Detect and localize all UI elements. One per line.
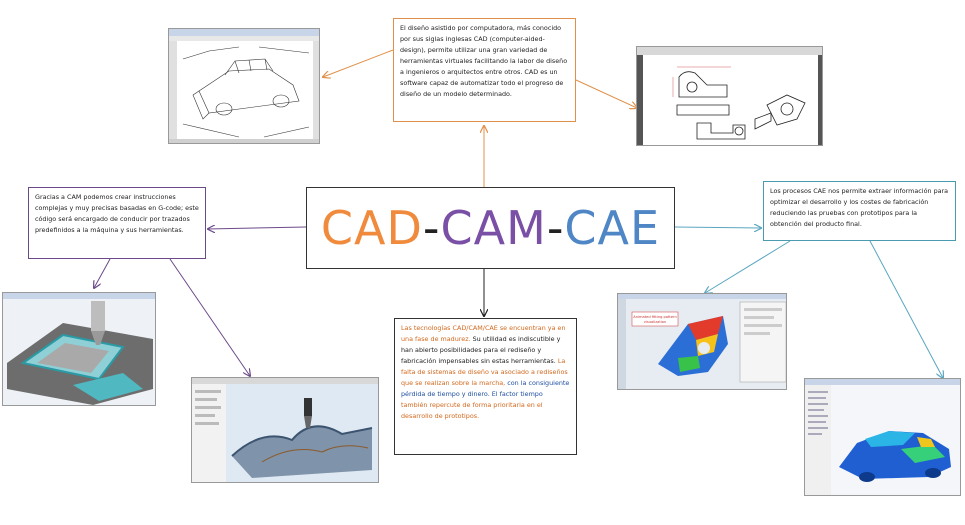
arrow-cam-to-toolpath [170, 259, 250, 376]
cam-toolpath-screenshot [191, 377, 379, 483]
car-cad-icon [169, 29, 320, 144]
fea-label-line1: Animated fitting pattern [633, 315, 676, 319]
summary-part-5: también repercute de forma prioritaria e… [401, 401, 543, 420]
title-separator-1: - [423, 201, 441, 255]
cam-description-text: Gracias a CAM podemos crear instruccione… [35, 192, 199, 236]
central-title: CAD-CAM-CAE [321, 223, 660, 234]
mechanical-drawing-icon [637, 47, 823, 146]
cam-mill-screenshot [2, 292, 156, 406]
cad-description-text: El diseño asistido por computadora, más … [400, 23, 569, 100]
arrow-cad-to-drawing [576, 80, 637, 108]
cae-description-text: Los procesos CAE nos permite extraer inf… [770, 186, 949, 230]
title-cae: CAE [564, 201, 660, 255]
cam-toolpath-icon [192, 378, 379, 483]
summary-box: Las tecnologías CAD/CAM/CAE se encuentra… [394, 318, 577, 455]
central-title-box: CAD-CAM-CAE [306, 187, 675, 269]
fea-part-icon: Animated fitting pattern visualization [618, 294, 787, 390]
arrow-cae-to-part [705, 241, 790, 293]
cae-car-screenshot [804, 378, 961, 496]
cae-fea-screenshot: Animated fitting pattern visualization [617, 293, 787, 390]
title-cad: CAD [321, 201, 423, 255]
cad-description-box: El diseño asistido por computadora, más … [393, 18, 576, 122]
cam-description-box: Gracias a CAM podemos crear instruccione… [28, 187, 206, 259]
cad-car-screenshot [168, 28, 320, 144]
arrow-center-to-cae [675, 227, 761, 228]
title-cam: CAM [441, 201, 547, 255]
arrow-cad-to-car [323, 50, 393, 77]
cae-description-box: Los procesos CAE nos permite extraer inf… [763, 181, 956, 241]
cad-drawing-screenshot [636, 46, 823, 146]
car-cae-icon [805, 379, 961, 496]
summary-text: Las tecnologías CAD/CAM/CAE se encuentra… [401, 323, 570, 422]
arrow-cae-to-car [870, 241, 943, 378]
arrow-cam-to-mill [94, 259, 110, 288]
arrow-center-to-cam [208, 227, 306, 229]
fea-label-line2: visualization [644, 320, 666, 324]
title-separator-2: - [547, 201, 565, 255]
cnc-mill-icon [3, 293, 156, 406]
